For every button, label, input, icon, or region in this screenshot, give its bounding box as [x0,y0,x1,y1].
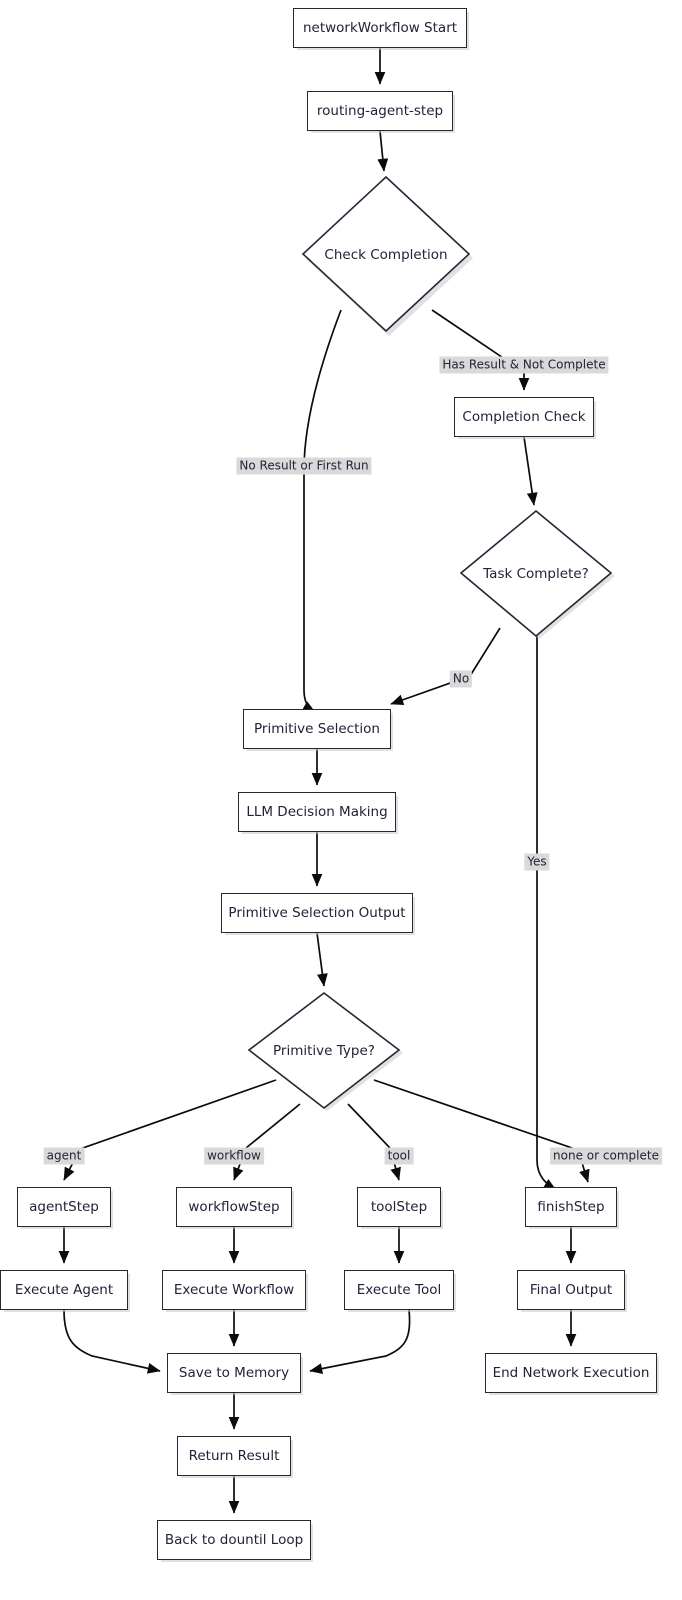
node-label: LLM Decision Making [246,803,388,820]
node-final-output[interactable]: Final Output [517,1270,625,1310]
node-label: End Network Execution [492,1364,650,1381]
node-label: toolStep [370,1198,428,1215]
node-workflow-step[interactable]: workflowStep [176,1187,292,1227]
node-back-to-dountil-loop[interactable]: Back to dountil Loop [157,1520,311,1560]
node-tool-step[interactable]: toolStep [357,1187,441,1227]
node-llm-decision-making[interactable]: LLM Decision Making [238,792,396,832]
node-save-to-memory[interactable]: Save to Memory [167,1353,301,1393]
node-label: Completion Check [462,408,586,425]
edge-execute-agent-to-save [63,1309,161,1374]
edge-label-has-result-not-complete: Has Result & Not Complete [439,356,609,374]
edge-label-none-or-complete: none or complete [550,1147,662,1165]
node-label: workflowStep [188,1198,280,1215]
node-end-network-execution[interactable]: End Network Execution [485,1353,657,1393]
node-label: Primitive Selection [254,720,380,737]
edge-completion-check-to-task [523,436,538,506]
node-routing-agent-step[interactable]: routing-agent-step [307,91,453,131]
node-label: agentStep [29,1198,99,1215]
node-label: networkWorkflow Start [302,19,458,36]
edge-output-to-type [316,932,328,987]
node-execute-agent[interactable]: Execute Agent [0,1270,128,1310]
node-return-result[interactable]: Return Result [177,1436,291,1476]
node-execute-tool[interactable]: Execute Tool [344,1270,454,1310]
node-network-workflow-start[interactable]: networkWorkflow Start [293,8,467,48]
node-label: Save to Memory [178,1364,290,1381]
edge-label-no: No [449,670,473,688]
edge-label-agent: agent [43,1147,85,1165]
node-label: Final Output [529,1281,613,1298]
node-finish-step[interactable]: finishStep [525,1187,617,1227]
node-primitive-type[interactable]: Primitive Type? [247,991,403,1111]
edge-label-workflow: workflow [204,1147,264,1165]
node-completion-check[interactable]: Completion Check [454,397,594,437]
node-primitive-selection[interactable]: Primitive Selection [243,709,391,749]
node-label: Execute Workflow [173,1281,295,1298]
node-label: Back to dountil Loop [164,1531,304,1548]
node-label: Execute Agent [14,1281,114,1298]
task-complete-diamond-icon [459,509,615,639]
node-agent-step[interactable]: agentStep [17,1187,111,1227]
edge-execute-tool-to-save [309,1309,411,1374]
node-label: finishStep [537,1198,605,1215]
edge-label-tool: tool [384,1147,414,1165]
node-label: routing-agent-step [316,102,444,119]
node-label: Primitive Selection Output [228,904,406,921]
node-execute-workflow[interactable]: Execute Workflow [162,1270,306,1310]
edge-label-no-result-or-first-run: No Result or First Run [236,457,372,475]
check-completion-diamond-icon [301,175,473,336]
node-check-completion[interactable]: Check Completion [301,175,473,336]
node-label: Execute Tool [356,1281,442,1298]
node-task-complete[interactable]: Task Complete? [459,509,615,639]
node-primitive-selection-output[interactable]: Primitive Selection Output [221,893,413,933]
edge-label-yes: Yes [524,853,550,871]
node-label: Return Result [188,1447,280,1464]
edge-routing-to-check [377,130,389,172]
primitive-type-diamond-icon [247,991,403,1111]
